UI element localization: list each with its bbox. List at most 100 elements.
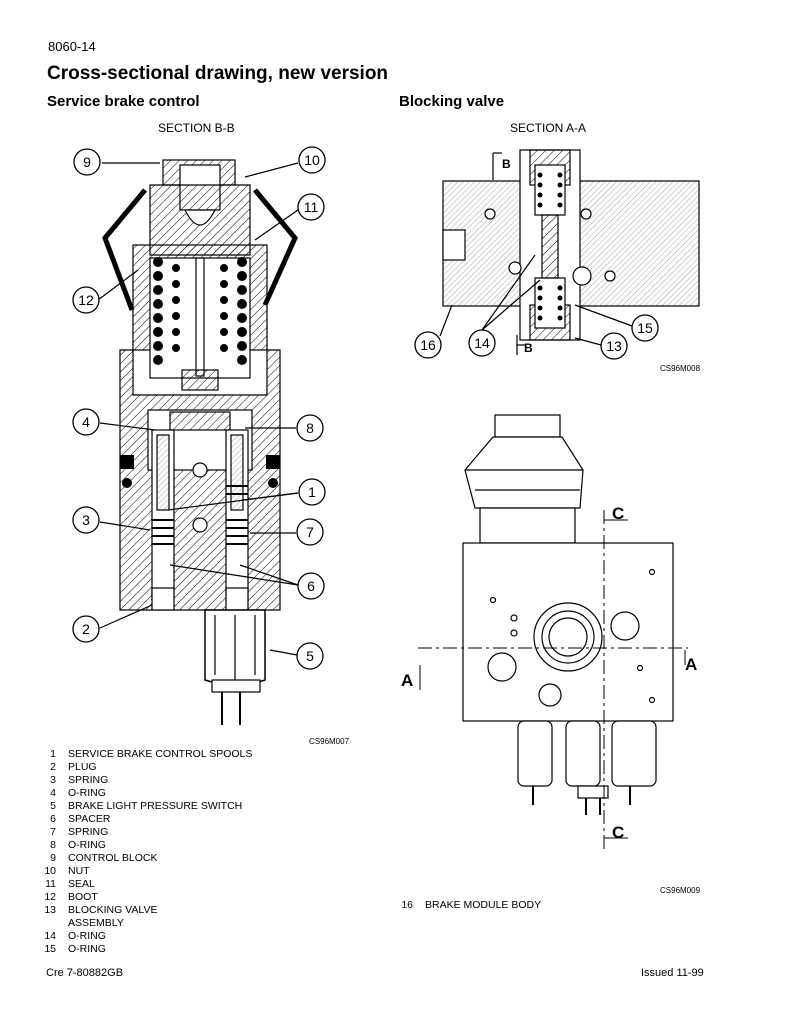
legend-row: 12 BOOT xyxy=(38,891,252,904)
brake-module-exterior-drawing xyxy=(462,414,674,815)
legend-row: 11 SEAL xyxy=(38,878,252,891)
left-callouts xyxy=(72,146,326,670)
section-b-top: B xyxy=(502,157,511,171)
figure-code-left: CS96M007 xyxy=(309,737,350,746)
legend-text: ASSEMBLY xyxy=(68,917,124,929)
left-callout-leaders xyxy=(97,162,299,656)
callout-1 xyxy=(298,478,326,506)
legend-number: 7 xyxy=(50,826,56,838)
callout-16 xyxy=(414,331,442,359)
section-a-c-marks: C C A A xyxy=(401,504,697,842)
legend-text: PLUG xyxy=(68,761,97,773)
footer-right: Issued 11-99 xyxy=(641,967,704,979)
section-c-top: C xyxy=(612,504,624,523)
section-aa-label: SECTION A-A xyxy=(510,121,587,135)
parts-legend-right: 16 BRAKE MODULE BODY xyxy=(395,899,541,912)
legend-number: 3 xyxy=(50,774,56,786)
legend-number: 12 xyxy=(44,891,56,903)
legend-row: 16 BRAKE MODULE BODY xyxy=(395,899,541,912)
legend-text: BOOT xyxy=(68,891,98,903)
right-top-callout-labels: 16 14 15 13 xyxy=(420,320,653,354)
legend-text: SPRING xyxy=(68,826,109,838)
legend-row: 15 O-RING xyxy=(38,943,252,956)
legend-number: 2 xyxy=(50,761,56,773)
right-heading: Blocking valve xyxy=(399,93,505,110)
callout-7-label: 7 xyxy=(306,524,314,540)
legend-text: O-RING xyxy=(68,943,106,955)
section-b-bottom: B xyxy=(524,341,533,355)
callout-14-label: 14 xyxy=(474,335,490,351)
legend-row: 9 CONTROL BLOCK xyxy=(38,852,252,865)
service-brake-control-drawing xyxy=(102,159,298,725)
legend-number: 13 xyxy=(44,904,56,916)
legend-row: 2 PLUG xyxy=(38,761,252,774)
callout-1-label: 1 xyxy=(308,484,316,500)
callout-10 xyxy=(298,146,326,174)
legend-number: 8 xyxy=(50,839,56,851)
legend-text: SPACER xyxy=(68,813,111,825)
legend-text: NUT xyxy=(68,865,90,877)
callout-5 xyxy=(296,642,324,670)
callout-6-label: 6 xyxy=(307,578,315,594)
callout-10-label: 10 xyxy=(304,152,320,168)
legend-number: 14 xyxy=(44,930,56,942)
callout-12-label: 12 xyxy=(78,292,94,308)
legend-text: BRAKE MODULE BODY xyxy=(425,899,542,911)
callout-5-label: 5 xyxy=(306,648,314,664)
legend-text: BLOCKING VALVE xyxy=(68,904,158,916)
callout-12 xyxy=(72,286,100,314)
right-top-callouts xyxy=(414,314,659,360)
callout-11-label: 11 xyxy=(304,199,319,215)
legend-text: SEAL xyxy=(68,878,95,890)
footer-left: Cre 7-80882GB xyxy=(46,967,124,979)
legend-number: 4 xyxy=(50,787,56,799)
legend-text: SPRING xyxy=(68,774,109,786)
legend-text: SERVICE BRAKE CONTROL SPOOLS xyxy=(68,748,253,760)
page-number: 8060-14 xyxy=(48,39,96,54)
callout-13-label: 13 xyxy=(606,338,622,354)
figure-code-top-right: CS96M008 xyxy=(660,364,701,373)
legend-row: 8 O-RING xyxy=(38,839,252,852)
legend-number: 16 xyxy=(401,899,413,911)
legend-text: CONTROL BLOCK xyxy=(68,852,158,864)
callout-11 xyxy=(297,193,325,221)
legend-row: 3 SPRING xyxy=(38,774,252,787)
callout-2 xyxy=(72,615,100,643)
callout-3 xyxy=(72,506,100,534)
callout-8-label: 8 xyxy=(306,420,314,436)
legend-row: ASSEMBLY xyxy=(38,917,252,930)
section-bb-label: SECTION B-B xyxy=(158,121,235,135)
left-callout-labels: 9 10 11 12 4 8 1 3 7 6 2 5 xyxy=(78,152,320,664)
callout-15 xyxy=(631,314,659,342)
callout-9-label: 9 xyxy=(83,154,91,170)
callout-4 xyxy=(72,408,100,436)
legend-number: 15 xyxy=(44,943,56,955)
callout-2-label: 2 xyxy=(82,621,90,637)
callout-4-label: 4 xyxy=(82,414,90,430)
legend-text: O-RING xyxy=(68,839,106,851)
right-top-callout-leaders xyxy=(439,254,633,346)
legend-number xyxy=(38,917,56,930)
legend-row: 6 SPACER xyxy=(38,813,252,826)
legend-number: 6 xyxy=(50,813,56,825)
callout-6 xyxy=(297,572,325,600)
section-lines xyxy=(418,510,688,850)
callout-7 xyxy=(296,518,324,546)
legend-text: O-RING xyxy=(68,930,106,942)
callout-16-label: 16 xyxy=(420,337,436,353)
section-b-marks: B B xyxy=(502,157,533,355)
callout-13 xyxy=(600,332,628,360)
legend-row: 14 O-RING xyxy=(38,930,252,943)
legend-row: 10 NUT xyxy=(38,865,252,878)
legend-number: 9 xyxy=(50,852,56,864)
page-title: Cross-sectional drawing, new version xyxy=(47,63,389,84)
callout-15-label: 15 xyxy=(637,320,653,336)
callout-14 xyxy=(468,329,496,357)
legend-number: 11 xyxy=(45,878,56,890)
legend-number: 10 xyxy=(44,865,56,877)
